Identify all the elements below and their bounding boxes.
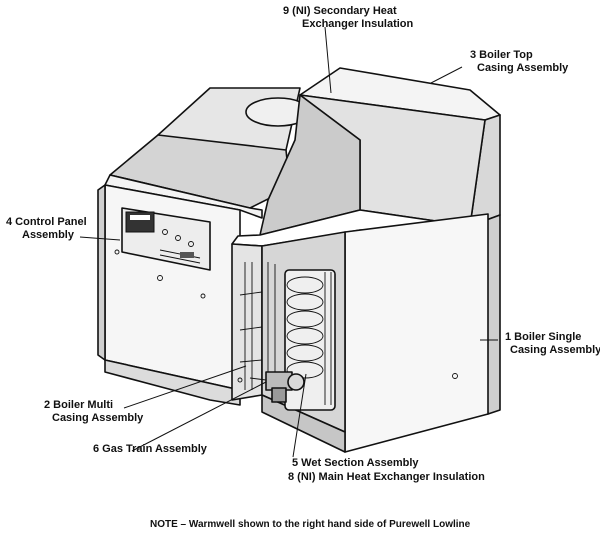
- right-front-panel: [344, 213, 489, 453]
- label-single-casing-1: 1 Boiler Single: [505, 331, 581, 343]
- leader-lines: [79, 26, 498, 458]
- label-secondary-hx-2: Exchanger Insulation: [302, 18, 414, 30]
- label-secondary-hx-1: 9 (NI) Secondary Heat: [283, 5, 397, 17]
- label-top-casing-1: 3 Boiler Top: [470, 49, 533, 61]
- control-panel: [121, 207, 211, 271]
- screw-1: [114, 249, 120, 255]
- cabinet-left-wall: [231, 243, 263, 401]
- left-wall-screw: [237, 377, 243, 383]
- label-gas-train: 6 Gas Train Assembly: [93, 443, 208, 455]
- cabinet-rails: [239, 262, 276, 390]
- callout-labels: 9 (NI) Secondary Heat Exchanger Insulati…: [6, 5, 600, 530]
- label-top-casing-2: Casing Assembly: [477, 62, 569, 74]
- right-screw: [452, 373, 458, 379]
- label-single-casing-2: Casing Assembly: [510, 344, 600, 356]
- label-multi-casing-1: 2 Boiler Multi: [44, 399, 113, 411]
- left-boiler-unit: [97, 87, 311, 406]
- label-multi-casing-2: Casing Assembly: [52, 412, 144, 424]
- label-control-panel-2: Assembly: [22, 229, 75, 241]
- screw-2: [157, 275, 163, 281]
- label-control-panel-1: 4 Control Panel: [6, 216, 87, 228]
- label-main-hx: 8 (NI) Main Heat Exchanger Insulation: [288, 471, 485, 483]
- screw-3: [200, 293, 206, 299]
- left-base: [104, 359, 241, 406]
- left-side-panel: [97, 184, 106, 361]
- right-boiler-unit: [231, 213, 501, 453]
- footnote: NOTE – Warmwell shown to the right hand …: [150, 519, 471, 530]
- top-casing: [231, 67, 501, 247]
- gas-train: [249, 371, 305, 403]
- label-wet-section: 5 Wet Section Assembly: [292, 457, 419, 469]
- cabinet-floor: [261, 394, 346, 453]
